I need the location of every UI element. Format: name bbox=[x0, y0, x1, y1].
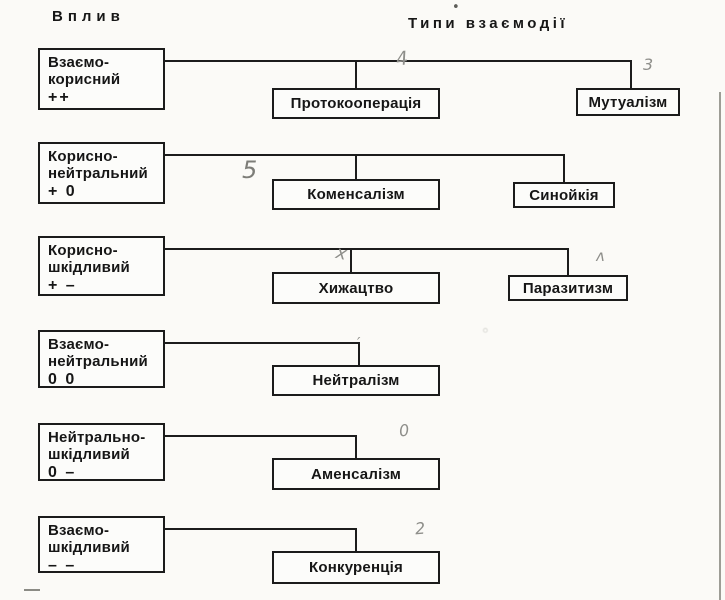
influence-name-line1: Корисно- bbox=[48, 242, 118, 259]
influence-box-neutral-harmful: Нейтрально- шкідливий 0 – bbox=[38, 423, 165, 481]
connector-vline-row5-a bbox=[355, 435, 357, 458]
connector-vline-row6-a bbox=[355, 528, 357, 551]
header-interaction-types: Типи взаємодії bbox=[408, 15, 569, 32]
connector-vline-row1-b bbox=[630, 60, 632, 89]
type-box-amensalism: Аменсалізм bbox=[272, 458, 440, 490]
connector-hline-row5 bbox=[164, 435, 357, 437]
influence-signs: 0 – bbox=[48, 464, 77, 481]
connector-vline-row1-a bbox=[355, 60, 357, 88]
influence-signs: + – bbox=[48, 277, 77, 294]
connector-vline-row4-a bbox=[358, 342, 360, 365]
type-box-mutualism: Мутуалізм bbox=[576, 88, 680, 116]
handwritten-mark-2: 2 bbox=[414, 518, 426, 539]
connector-hline-row4 bbox=[164, 342, 360, 344]
influence-name-line1: Взаємо- bbox=[48, 336, 110, 353]
type-box-synoikia: Синойкія bbox=[513, 182, 615, 208]
type-box-competition: Конкуренція bbox=[272, 551, 440, 584]
handwritten-mark-0: 0 bbox=[398, 420, 411, 441]
header-influence: Вплив bbox=[52, 8, 125, 25]
type-box-predation: Хижацтво bbox=[272, 272, 440, 304]
handwritten-mark-x: х bbox=[333, 242, 349, 265]
influence-name-line2: шкідливий bbox=[48, 446, 130, 463]
handwritten-mark-check: ʌ bbox=[596, 247, 605, 265]
influence-name-line1: Корисно- bbox=[48, 148, 118, 165]
influence-name-line2: шкідливий bbox=[48, 539, 130, 556]
handwritten-mark-3: 3 bbox=[643, 55, 654, 74]
influence-box-beneficial-harmful: Корисно- шкідливий + – bbox=[38, 236, 165, 296]
influence-name-line1: Взаємо- bbox=[48, 54, 110, 71]
influence-name-line2: шкідливий bbox=[48, 259, 130, 276]
influence-box-mutually-beneficial: Взаємо- корисний ++ bbox=[38, 48, 165, 110]
connector-vline-row3-b bbox=[567, 248, 569, 275]
influence-name-line2: корисний bbox=[48, 71, 121, 88]
connector-hline-row2 bbox=[164, 154, 565, 156]
handwritten-dot: • bbox=[452, 0, 460, 15]
type-box-commensalism: Коменсалізм bbox=[272, 179, 440, 210]
handwritten-mark-4: 4 bbox=[394, 47, 410, 71]
influence-name-line1: Нейтрально- bbox=[48, 429, 146, 446]
scan-bottom-mark bbox=[24, 589, 40, 591]
type-box-protocooperation: Протокооперація bbox=[272, 88, 440, 119]
influence-box-mutually-harmful: Взаємо- шкідливий – – bbox=[38, 516, 165, 574]
handwritten-smudge: ◦ bbox=[481, 322, 490, 340]
influence-signs: – – bbox=[48, 557, 77, 574]
connector-hline-row1 bbox=[164, 60, 632, 62]
handwritten-mark-5: 5 bbox=[242, 156, 258, 184]
influence-name-line2: нейтральний bbox=[48, 353, 148, 370]
connector-vline-row2-b bbox=[563, 154, 565, 182]
influence-signs: 0 0 bbox=[48, 371, 77, 388]
influence-name-line2: нейтральний bbox=[48, 165, 148, 182]
influence-box-beneficial-neutral: Корисно- нейтральний + 0 bbox=[38, 142, 165, 204]
type-box-neutralism: Нейтралізм bbox=[272, 365, 440, 396]
connector-vline-row3-a bbox=[350, 248, 352, 272]
connector-hline-row3 bbox=[164, 248, 569, 250]
type-box-parasitism: Паразитизм bbox=[508, 275, 628, 301]
influence-signs: ++ bbox=[48, 89, 71, 106]
connector-hline-row6 bbox=[164, 528, 357, 530]
scan-edge-line bbox=[719, 92, 721, 600]
connector-vline-row2-a bbox=[355, 154, 357, 179]
influence-name-line1: Взаємо- bbox=[48, 522, 110, 539]
influence-signs: + 0 bbox=[48, 183, 77, 200]
influence-box-mutually-neutral: Взаємо- нейтральний 0 0 bbox=[38, 330, 165, 388]
